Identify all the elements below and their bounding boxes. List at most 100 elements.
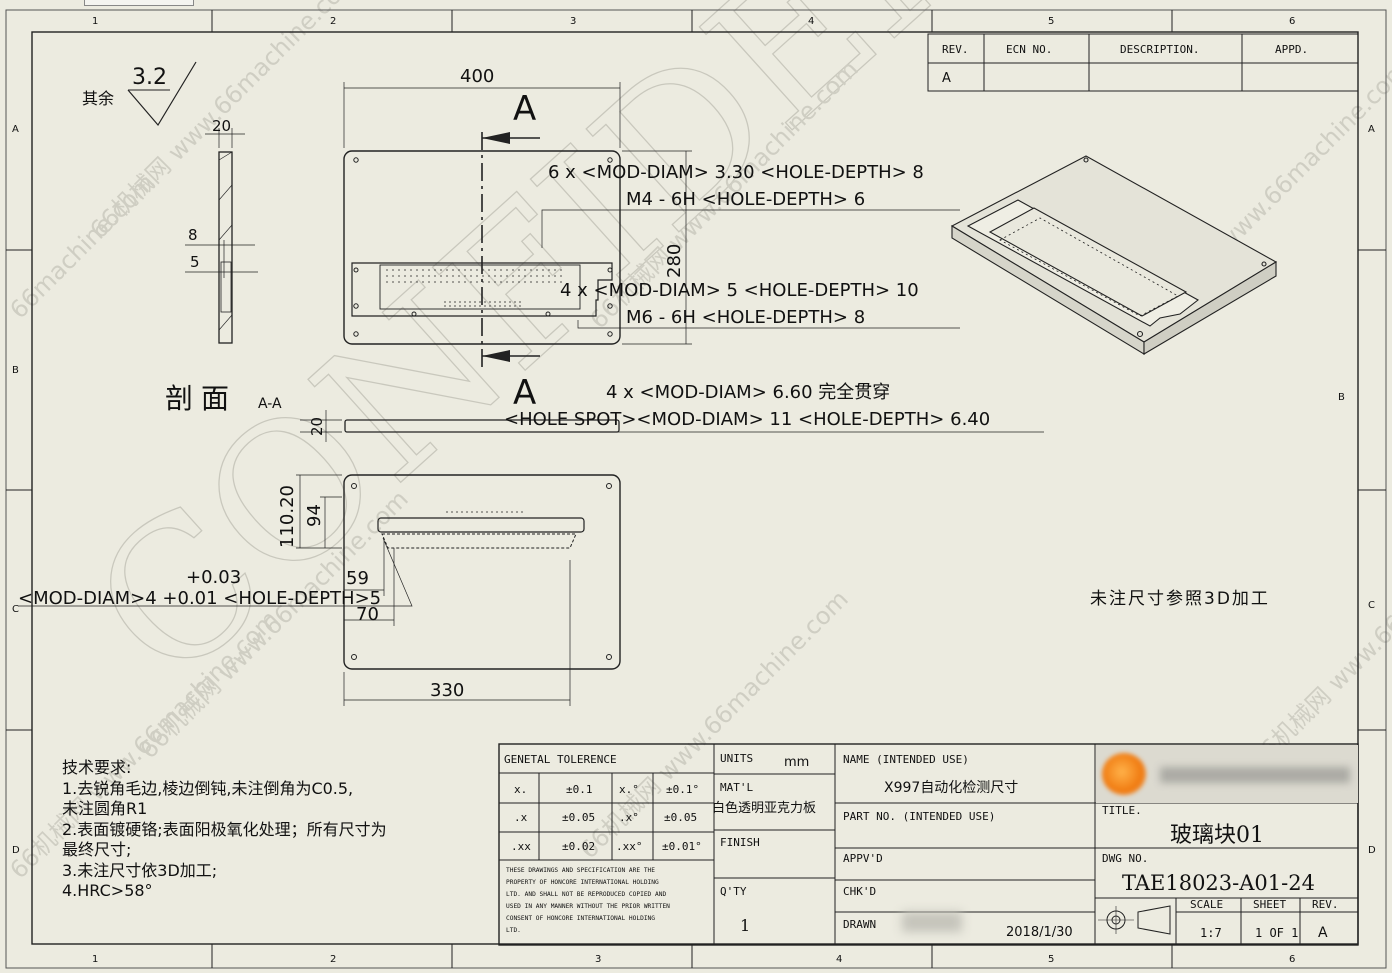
- section-arrow-icon: [482, 132, 510, 144]
- dwg-label: DWG NO.: [1102, 852, 1148, 865]
- dim-height-right: 280: [664, 244, 685, 278]
- section-marker: A: [513, 373, 536, 413]
- tol-cell: ±0.05: [562, 811, 595, 824]
- sheet-label: SHEET: [1253, 898, 1286, 911]
- zone-col-label: 5: [1048, 16, 1054, 27]
- blurred-company-logo: [1096, 745, 1358, 803]
- section-id: A-A: [258, 396, 282, 412]
- revision-table: REV. ECN NO. DESCRIPTION. APPD. A: [927, 33, 1359, 92]
- section-view: [300, 410, 1044, 442]
- zone-row-label: C: [1368, 600, 1375, 611]
- zone-row-label: B: [1338, 392, 1345, 403]
- tech-title: 技术要求:: [62, 758, 132, 777]
- units-label: UNITS: [720, 752, 753, 765]
- name-label: NAME (INTENDED USE): [843, 753, 969, 766]
- zone-col-label: 4: [836, 954, 842, 965]
- tech-line: 最终尺寸;: [62, 840, 132, 859]
- zone-col-label: 6: [1289, 954, 1295, 965]
- zone-row-label: D: [12, 845, 20, 856]
- legal-notice: THESE DRAWINGS AND SPECIFICATION ARE THE…: [506, 867, 670, 934]
- finish-label: FINISH: [720, 836, 760, 849]
- tol-cell: ±0.1°: [666, 783, 699, 796]
- toolbar-tab[interactable]: [84, 0, 194, 6]
- isometric-view: [950, 155, 1278, 355]
- tol-cell: .x°: [619, 811, 639, 824]
- surface-finish-symbol: 3.2 其余: [82, 61, 197, 127]
- zone-col-label: 4: [808, 16, 814, 27]
- dim-section-thickness: 20: [308, 417, 326, 436]
- zone-row-label: A: [1368, 124, 1375, 135]
- zone-col-label: 1: [92, 954, 98, 965]
- section-title: 剖面: [165, 382, 237, 415]
- blurred-drawn-by: [902, 912, 962, 932]
- callout-text: <HOLE SPOT><MOD-DIAM> 11 <HOLE-DEPTH> 6.…: [504, 409, 990, 430]
- dim-width-bottom: 330: [430, 680, 464, 701]
- rev-header: REV.: [942, 43, 969, 56]
- scale-label: SCALE: [1190, 898, 1223, 911]
- title-block: [498, 743, 1359, 946]
- side-view: [185, 128, 258, 344]
- surface-finish-label: 其余: [82, 89, 114, 108]
- callout-text: 4 x <MOD-DIAM> 5 <HOLE-DEPTH> 10: [560, 280, 919, 301]
- zone-col-label: 1: [92, 16, 98, 27]
- watermark-confidential: CONFIDENTIAL: [52, 0, 1386, 723]
- callout-text: M6 - 6H <HOLE-DEPTH> 8: [626, 307, 865, 328]
- dim-side-8: 8: [188, 226, 198, 244]
- dim-side-thickness: 20: [212, 117, 231, 135]
- legal-line: USED IN ANY MANNER WITHOUT THE PRIOR WRI…: [506, 903, 670, 910]
- company-logo-icon: [1102, 753, 1146, 795]
- tech-line: 未注圆角R1: [62, 799, 148, 818]
- dim-h-110: 110.20: [277, 485, 298, 548]
- app-toolbar-strip: [0, 0, 1392, 8]
- callout-text: M4 - 6H <HOLE-DEPTH> 6: [626, 189, 865, 210]
- legal-line: PROPERTY OF HONCORE INTERNATIONAL HOLDIN…: [506, 879, 659, 886]
- zone-col-label: 2: [330, 16, 336, 27]
- dim-tolerance-upper: +0.03: [186, 567, 241, 588]
- tech-line: 1.去锐角毛边,棱边倒钝,未注倒角为C0.5,: [62, 778, 354, 798]
- tolerance-table: x. ±0.1 x.° ±0.1° .x ±0.05 .x° ±0.05 .xx…: [511, 783, 702, 853]
- drawing-number: TAE18023-A01-24: [1122, 871, 1315, 895]
- surface-finish-value: 3.2: [132, 65, 167, 90]
- company-name-redacted: [1160, 767, 1350, 783]
- qty-value: 1: [740, 916, 750, 935]
- zone-row-label: D: [1368, 845, 1376, 856]
- bottom-view: [18, 474, 621, 706]
- callout-text: 4 x <MOD-DIAM> 6.60 完全贯穿: [606, 382, 890, 403]
- zone-col-label: 3: [595, 954, 601, 965]
- dim-d-59: 59: [346, 568, 369, 589]
- note-3d: 未注尺寸参照3D加工: [1090, 589, 1270, 609]
- part-title: 玻璃块01: [1170, 823, 1264, 848]
- callout-text: <MOD-DIAM>4 +0.01 <HOLE-DEPTH>5: [18, 588, 381, 609]
- tol-cell: ±0.05: [664, 811, 697, 824]
- technical-requirements: 技术要求: 1.去锐角毛边,棱边倒钝,未注倒角为C0.5, 未注圆角R1 2.表…: [62, 758, 502, 902]
- rev-header: ECN NO.: [1006, 43, 1052, 56]
- dim-h-94: 94: [304, 504, 325, 527]
- zone-col-label: 6: [1289, 16, 1295, 27]
- tol-cell: ±0.1: [566, 783, 593, 796]
- scale-value: 1:7: [1200, 926, 1222, 940]
- rev-row-value: A: [942, 71, 951, 86]
- material-label: MAT'L: [720, 781, 753, 794]
- dim-d-70: 70: [356, 604, 379, 625]
- name-value: X997自动化检测尺寸: [884, 780, 1018, 796]
- qty-label: Q'TY: [720, 885, 747, 898]
- callout-text: 6 x <MOD-DIAM> 3.30 <HOLE-DEPTH> 8: [548, 162, 924, 183]
- drawn-date: 2018/1/30: [1006, 925, 1073, 940]
- tol-cell: ±0.02: [562, 840, 595, 853]
- tech-line: 2.表面镀硬铬;表面阳极氧化处理；所有尺寸为: [62, 819, 387, 839]
- tol-cell: ±0.01°: [662, 840, 702, 853]
- tol-cell: x.°: [619, 783, 639, 796]
- units-value: mm: [784, 755, 809, 770]
- rev-header: APPD.: [1275, 43, 1308, 56]
- section-arrow-icon: [482, 350, 510, 362]
- zone-col-label: 5: [1048, 954, 1054, 965]
- legal-line: LTD. AND SHALL NOT BE REPRODUCED COPIED …: [506, 891, 666, 898]
- tol-cell: .xx: [511, 840, 531, 853]
- zone-row-label: A: [12, 124, 19, 135]
- material-value: 白色透明亚克力板: [712, 800, 816, 816]
- section-marker: A: [513, 89, 536, 129]
- rev-label: REV.: [1312, 898, 1339, 911]
- rev-value: A: [1318, 925, 1328, 941]
- title-label: TITLE.: [1102, 804, 1142, 817]
- dim-side-5: 5: [190, 253, 200, 271]
